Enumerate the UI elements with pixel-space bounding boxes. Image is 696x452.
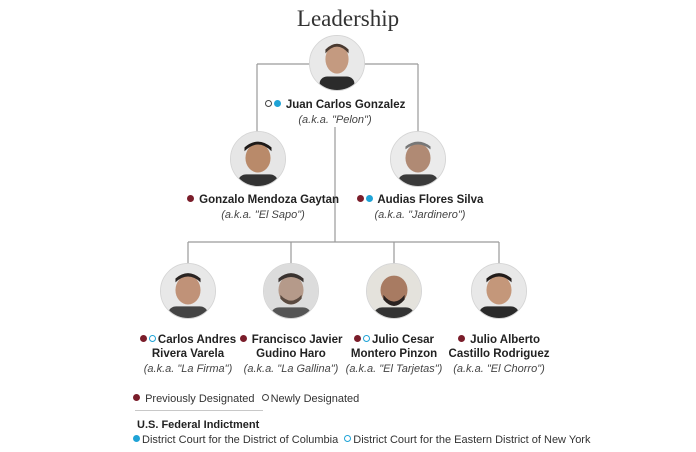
- name-julio-alberto-castillo-rodriguez: Julio Alberto Castillo Rodriguez: [448, 334, 550, 360]
- name-francisco-javier-gudino-haro: Francisco Javier Gudino Haro: [231, 333, 351, 361]
- edny-court-icon: [363, 335, 370, 342]
- name-juan-carlos-gonzalez: Juan Carlos Gonzalez: [235, 98, 435, 112]
- name-audias-flores-silva: Audias Flores Silva: [340, 193, 500, 207]
- legend-divider: [135, 410, 263, 411]
- legend-courts: District Court for the District of Colum…: [133, 434, 590, 446]
- photo-gonzalo-mendoza-gaytan: [230, 131, 286, 187]
- edny-court-icon: [344, 435, 352, 442]
- previously-designated-icon: [186, 195, 194, 202]
- alias-audias-flores-silva: (a.k.a. "Jardinero"): [374, 209, 466, 221]
- dc-court-icon: [365, 195, 373, 202]
- previously-designated-icon: [133, 394, 140, 401]
- chart-title: Leadership: [296, 6, 400, 31]
- photo-juan-carlos-gonzalez: [309, 35, 365, 91]
- newly-designated-icon: [264, 100, 272, 107]
- dc-court-icon: [133, 435, 140, 442]
- legend-newly-designated: Newly Designated: [270, 393, 360, 405]
- alias-julio-alberto-castillo-rodriguez: (a.k.a. "El Chorro"): [453, 363, 545, 375]
- alias-carlos-andres-rivera-varela: (a.k.a. "La Firma"): [143, 363, 233, 375]
- photo-carlos-andres-rivera-varela: [160, 263, 216, 319]
- newly-designated-icon: [261, 394, 269, 401]
- legend-designation: Previously Designated Newly Designated: [133, 393, 359, 405]
- legend-indictment-heading: U.S. Federal Indictment: [137, 419, 260, 431]
- photo-audias-flores-silva: [390, 131, 446, 187]
- previously-designated-icon: [139, 335, 147, 342]
- name-carlos-andres-rivera-varela: Carlos Andres Rivera Varela: [128, 333, 248, 361]
- alias-gonzalo-mendoza-gaytan: (a.k.a. "El Sapo"): [221, 209, 305, 221]
- previously-designated-icon: [356, 195, 364, 202]
- legend-previously-designated: Previously Designated: [145, 393, 255, 405]
- photo-julio-alberto-castillo-rodriguez: [471, 263, 527, 319]
- previously-designated-icon: [457, 335, 465, 342]
- previously-designated-icon: [239, 335, 247, 342]
- legend-dc-court: District Court for the District of Colum…: [142, 434, 339, 446]
- alias-francisco-javier-gudino-haro: (a.k.a. "La Gallina"): [243, 363, 339, 375]
- alias-julio-cesar-montero-pinzon: (a.k.a. "El Tarjetas"): [345, 363, 443, 375]
- legend-edny-court: District Court for the Eastern District …: [353, 434, 591, 446]
- edny-court-icon: [148, 335, 156, 342]
- name-julio-cesar-montero-pinzon: Julio Cesar Montero Pinzon: [350, 334, 438, 360]
- previously-designated-icon: [354, 335, 361, 342]
- name-gonzalo-mendoza-gaytan: Gonzalo Mendoza Gaytan: [168, 193, 358, 207]
- photo-francisco-javier-gudino-haro: [263, 263, 319, 319]
- alias-juan-carlos-gonzalez: (a.k.a. "Pelon"): [298, 114, 372, 126]
- photo-julio-cesar-montero-pinzon: [366, 263, 422, 319]
- dc-court-icon: [273, 100, 281, 107]
